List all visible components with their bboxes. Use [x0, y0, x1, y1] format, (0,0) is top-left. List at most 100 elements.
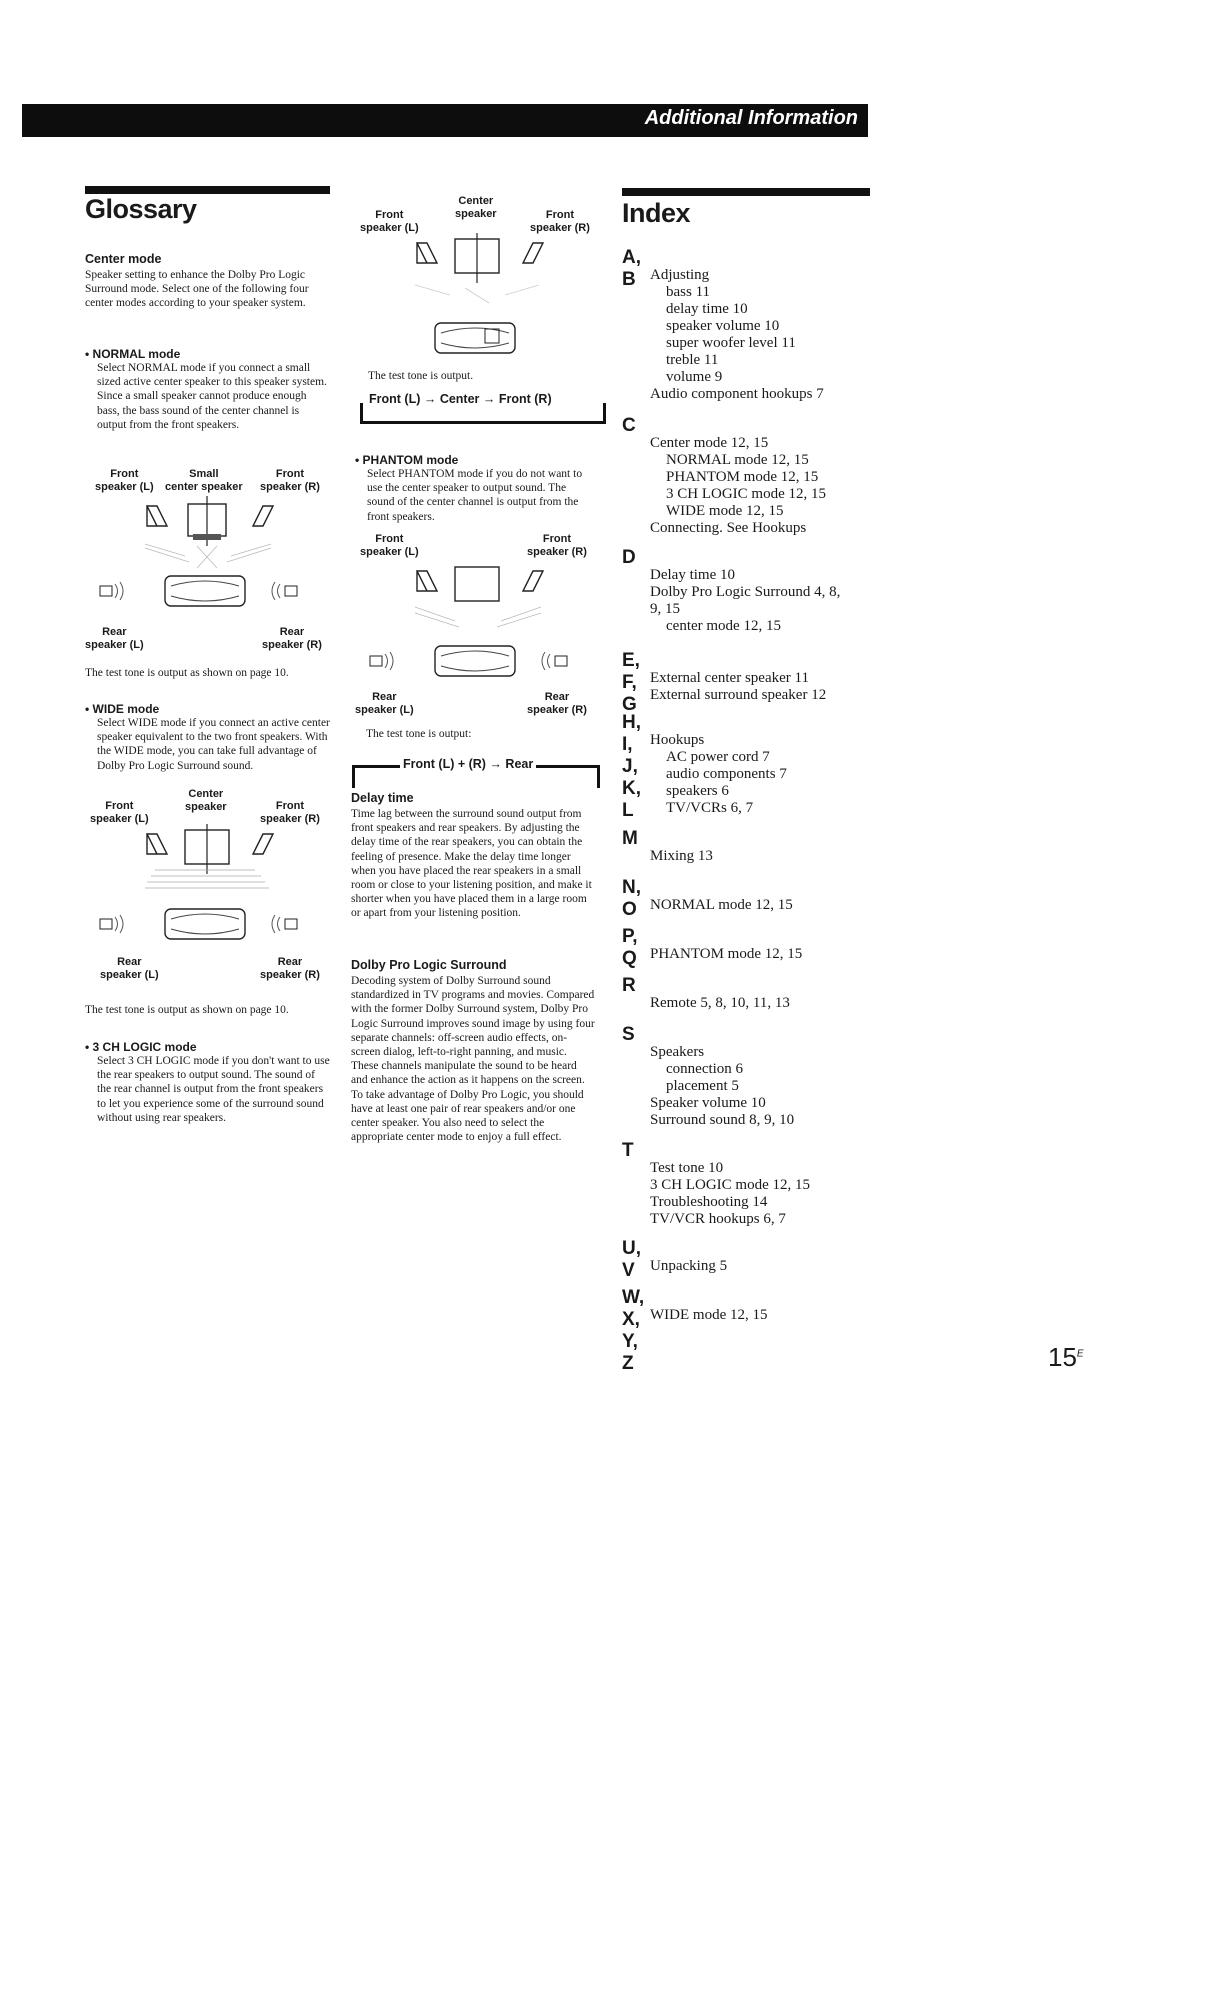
index-letter-heading: E, F, G: [622, 650, 640, 715]
three-ch-flow-text: Front (L) → Center → Front (R): [366, 392, 555, 406]
delay-time-text: Time lag between the surround sound outp…: [351, 808, 592, 920]
index-letter-heading: P, Q: [622, 926, 638, 969]
front-r-label: Front speaker (R): [530, 209, 590, 234]
three-ch-flow-diagram: [360, 403, 606, 424]
index-letter-heading: H, I, J, K, L: [622, 712, 641, 821]
index-letter-heading: W, X, Y, Z: [622, 1287, 645, 1374]
speaker-layout-icon: [369, 566, 568, 677]
index-entry: speaker volume 10: [666, 318, 780, 334]
index-letter-heading: U, V: [622, 1238, 641, 1281]
speaker-layout-icon: [99, 496, 298, 607]
index-letter-heading: T: [622, 1140, 634, 1161]
normal-mode-diagram: Front speaker (L) Small center speaker F…: [85, 468, 330, 658]
section-title: Additional Information: [644, 107, 858, 129]
index-entry: volume 9: [666, 369, 723, 385]
index-entry: Test tone 10: [650, 1160, 724, 1176]
index-letter-heading: N, O: [622, 877, 641, 920]
index-entry: Connecting. See Hookups: [650, 520, 807, 536]
normal-test-tone-note: The test tone is output as shown on page…: [85, 667, 289, 679]
index-entry: PHANTOM mode 12, 15: [650, 946, 803, 962]
index-entry: NORMAL mode 12, 15: [666, 452, 809, 468]
index-entry: Center mode 12, 15: [650, 435, 769, 451]
front-r-label: Front speaker (R): [527, 533, 587, 558]
center-label: Center speaker: [185, 788, 227, 813]
index-entry: Unpacking 5: [650, 1258, 728, 1274]
dolby-entry: Dolby Pro Logic Surround Decoding system…: [351, 958, 596, 1144]
index-letter-heading: C: [622, 415, 636, 436]
center-mode-entry: Center mode Speaker setting to enhance t…: [85, 252, 320, 311]
normal-mode-entry: • NORMAL mode Select NORMAL mode if you …: [85, 347, 330, 432]
index-letter-heading: S: [622, 1024, 635, 1045]
section-header-bar: Additional Information: [22, 104, 868, 137]
three-ch-test-tone-note: The test tone is output.: [368, 370, 474, 382]
rear-l-label: Rear speaker (L): [355, 691, 414, 716]
index-entry: 3 CH LOGIC mode 12, 15: [666, 486, 826, 502]
index-entry: PHANTOM mode 12, 15: [666, 469, 819, 485]
index-entry: Delay time 10: [650, 567, 735, 583]
phantom-test-tone-note: The test tone is output:: [366, 728, 472, 740]
index-entry: External center speaker 11: [650, 670, 809, 686]
index-entry: Hookups: [650, 732, 705, 748]
front-r-label: Front speaker (R): [260, 468, 320, 493]
three-ch-mode-text: Select 3 CH LOGIC mode if you don't want…: [97, 1055, 330, 1124]
rear-r-label: Rear speaker (R): [527, 691, 587, 716]
center-mode-heading: Center mode: [85, 252, 162, 266]
speaker-layout-icon: [414, 233, 545, 354]
three-ch-diagram: Center speaker Front speaker (L) Front s…: [355, 195, 600, 380]
index-title: Index: [622, 198, 691, 228]
index-entry: center mode 12, 15: [666, 618, 781, 634]
rear-r-label: Rear speaker (R): [262, 626, 322, 651]
dolby-text: Decoding system of Dolby Surround sound …: [351, 975, 595, 1144]
index-entry: Speaker volume 10: [650, 1095, 766, 1111]
phantom-flow-text: Front (L) + (R) → Rear: [400, 757, 537, 771]
index-letter-heading: R: [622, 975, 636, 996]
index-entry: Adjusting: [650, 267, 710, 283]
three-ch-mode-entry: • 3 CH LOGIC mode Select 3 CH LOGIC mode…: [85, 1040, 330, 1125]
index-entry: Mixing 13: [650, 848, 713, 864]
phantom-mode-entry: • PHANTOM mode Select PHANTOM mode if yo…: [355, 453, 595, 524]
delay-time-entry: Delay time Time lag between the surround…: [351, 791, 596, 921]
front-l-label: Front speaker (L): [360, 533, 419, 558]
wide-mode-text: Select WIDE mode if you connect an activ…: [97, 717, 330, 772]
index-entry: Audio component hookups 7: [650, 386, 824, 402]
index-entry: Remote 5, 8, 10, 11, 13: [650, 995, 790, 1011]
phantom-mode-heading: • PHANTOM mode: [355, 453, 459, 467]
index-entry: WIDE mode 12, 15: [650, 1307, 768, 1323]
index-entry: treble 11: [666, 352, 719, 368]
index-entry: Surround sound 8, 9, 10: [650, 1112, 795, 1128]
index-entry: 3 CH LOGIC mode 12, 15: [650, 1177, 810, 1193]
center-mode-text: Speaker setting to enhance the Dolby Pro…: [85, 269, 309, 310]
index-letter-heading: A, B: [622, 247, 641, 290]
center-label: Small center speaker: [165, 468, 243, 493]
index-entry: TV/VCR hookups 6, 7: [650, 1211, 786, 1227]
index-entry: placement 5: [666, 1078, 739, 1094]
index-entry: speakers 6: [666, 783, 729, 799]
phantom-mode-text: Select PHANTOM mode if you do not want t…: [367, 468, 583, 523]
rear-r-label: Rear speaker (R): [260, 956, 320, 981]
phantom-mode-diagram: Front speaker (L) Front speaker (R) Rear…: [355, 533, 600, 723]
index-entry: External surround speaker 12: [650, 687, 827, 703]
rear-l-label: Rear speaker (L): [100, 956, 159, 981]
glossary-rule: [85, 186, 330, 194]
wide-mode-diagram: Center speaker Front speaker (L) Front s…: [85, 788, 330, 988]
index-entry: AC power cord 7: [666, 749, 770, 765]
index-entry: super woofer level 11: [666, 335, 796, 351]
index-entry: audio components 7: [666, 766, 787, 782]
index-letter-heading: M: [622, 828, 638, 849]
wide-test-tone-note: The test tone is output as shown on page…: [85, 1004, 289, 1016]
index-letter-heading: D: [622, 547, 636, 568]
index-rule: [622, 188, 870, 196]
index-entry: Dolby Pro Logic Surround 4, 8,: [650, 584, 841, 600]
dolby-heading: Dolby Pro Logic Surround: [351, 958, 507, 972]
page-number: 15E: [1048, 1342, 1084, 1372]
center-label: Center speaker: [455, 195, 497, 220]
index-entry: connection 6: [666, 1061, 744, 1077]
wide-mode-entry: • WIDE mode Select WIDE mode if you conn…: [85, 702, 330, 773]
front-l-label: Front speaker (L): [360, 209, 419, 234]
wide-mode-heading: • WIDE mode: [85, 702, 160, 716]
glossary-title: Glossary: [85, 194, 197, 224]
front-l-label: Front speaker (L): [95, 468, 154, 493]
normal-mode-heading: • NORMAL mode: [85, 347, 181, 361]
speaker-layout-icon: [99, 824, 298, 940]
index-entry: 9, 15: [650, 601, 680, 617]
